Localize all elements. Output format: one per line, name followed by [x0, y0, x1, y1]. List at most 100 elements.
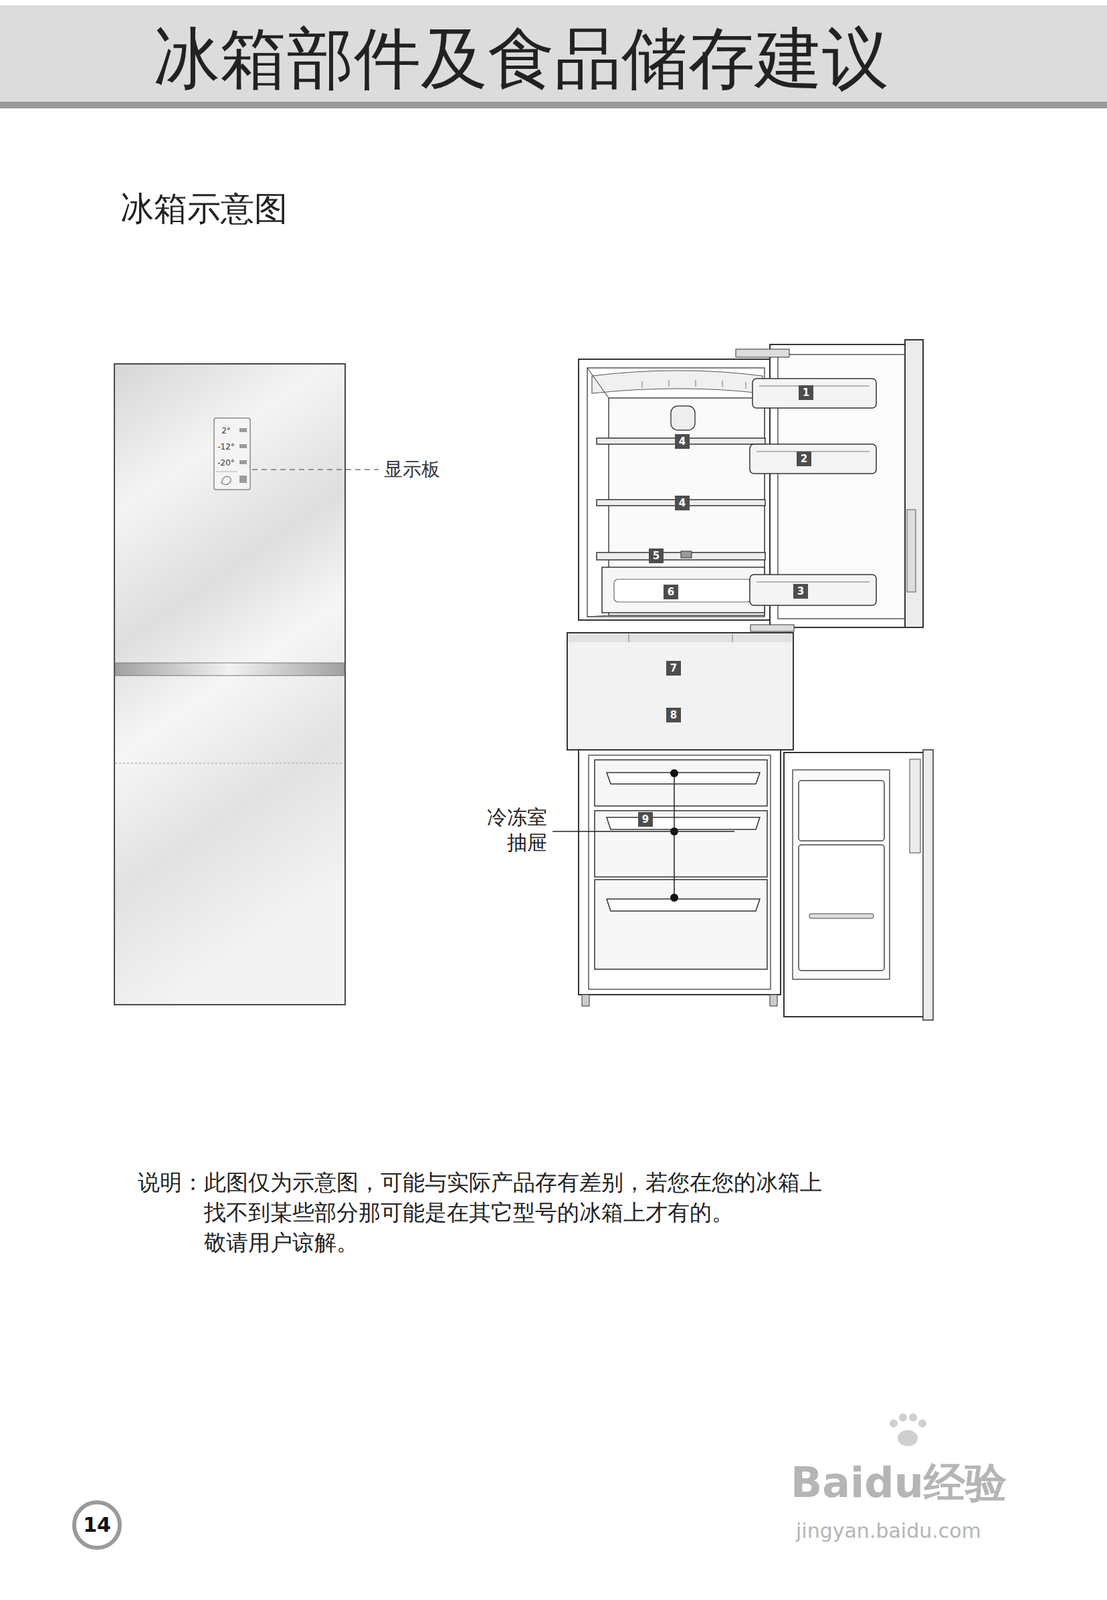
watermark-paw: [897, 1430, 918, 1447]
callout-number: 4: [674, 434, 690, 449]
callout-number: 3: [793, 583, 809, 599]
fridge-compartment: [614, 579, 752, 602]
fridge-compartment: [670, 406, 695, 431]
fridge-door: [907, 509, 916, 592]
fridge-compartment: [578, 359, 770, 621]
watermark-paw: [918, 1419, 927, 1428]
fridge-compartment: [608, 397, 765, 616]
note-text: 说明：此图仅为示意图，可能与实际产品存有差别，若您在您的冰箱上 找不到某些部分那…: [137, 1167, 823, 1258]
freezer-compartment: [578, 749, 781, 995]
callout-number: 5: [648, 548, 664, 564]
watermark: jingyan.baidu.com: [795, 1519, 982, 1542]
freezer-compartment: [594, 759, 768, 807]
title-band: [0, 101, 1107, 109]
callout-text: 6: [667, 587, 675, 598]
title-band: [0, 5, 1107, 102]
display-panel: [239, 428, 247, 433]
fridge-compartment: [745, 381, 747, 389]
middle-drawer: [732, 634, 734, 643]
freezer-compartment: [581, 994, 590, 1006]
display-reading: -12°: [217, 442, 235, 452]
callout-number: 1: [798, 385, 814, 400]
drawer-pointer: [670, 769, 679, 778]
fridge-compartment: [668, 379, 670, 387]
freezer-door: [923, 749, 934, 1021]
page-number-ring: [74, 1502, 120, 1548]
callout-text: 3: [797, 586, 804, 597]
display-panel: [239, 460, 247, 465]
drawer-pointer: [670, 893, 679, 902]
closed-fridge: [115, 662, 345, 676]
fridge-door: [735, 339, 924, 632]
display-panel: [221, 476, 231, 485]
fridge-compartment: [680, 551, 692, 558]
watermark: Baidu经验: [790, 1460, 1007, 1506]
drawer-pointer: [552, 769, 735, 902]
callout-number: 7: [666, 660, 681, 676]
freezer-compartment: [769, 994, 778, 1006]
display-leader: [252, 469, 379, 471]
fridge-compartment: [587, 367, 609, 398]
closed-fridge: [114, 363, 346, 1005]
part-label: 冷冻室 抽屉: [482, 804, 548, 855]
callout-text: 4: [678, 498, 686, 509]
display-panel: [214, 418, 251, 490]
display-panel: [239, 444, 247, 449]
freezer-compartment: [594, 810, 768, 877]
fridge-door: [756, 451, 870, 453]
watermark-paw: [889, 1413, 927, 1447]
fridge-compartment: [587, 615, 609, 617]
callout-text: 2: [800, 454, 808, 465]
fridge-compartment: [695, 379, 697, 387]
title-band: [0, 5, 1107, 109]
freezer-door: [909, 759, 921, 853]
callout-text: 9: [642, 814, 649, 825]
callout-text: 1: [802, 387, 810, 398]
freezer-compartment: [594, 879, 768, 970]
display-leader: [252, 468, 379, 471]
freezer-door: [783, 749, 934, 1021]
middle-drawer: [567, 632, 794, 750]
callout-number: 2: [796, 451, 812, 467]
page-number: 14: [71, 1499, 123, 1551]
callout-text: 4: [678, 436, 686, 447]
fridge-door: [752, 378, 877, 409]
freezer-door: [798, 844, 885, 971]
callout-number: 6: [663, 584, 679, 600]
fridge-door: [749, 574, 877, 606]
callout-text: 5: [652, 551, 660, 562]
closed-fridge: [115, 762, 345, 764]
callout-number: 8: [666, 707, 681, 723]
fridge-compartment: [722, 380, 724, 388]
fridge-door: [904, 339, 924, 628]
fridge-door: [735, 349, 790, 358]
page-number-text: 14: [82, 1515, 112, 1536]
fridge-door: [759, 385, 870, 387]
display-panel: [214, 418, 251, 490]
freezer-compartment: [606, 817, 760, 830]
display-panel: [216, 471, 238, 473]
callout-text: 7: [670, 663, 677, 674]
freezer-door: [792, 769, 890, 980]
fridge-compartment: [591, 370, 763, 394]
callout-text: 8: [670, 710, 677, 721]
freezer-compartment: [606, 898, 760, 912]
middle-drawer: [567, 632, 794, 750]
closed-fridge: [114, 363, 346, 1005]
freezer-compartment: [588, 755, 771, 990]
freezer-door: [798, 780, 885, 841]
callout-number: 9: [638, 812, 653, 827]
display-reading: -20°: [217, 458, 235, 468]
fridge-door: [756, 581, 870, 583]
fridge-compartment: [601, 567, 765, 613]
callout-number: 4: [674, 495, 690, 511]
watermark-paw: [898, 1413, 908, 1422]
freezer-door: [809, 913, 874, 919]
fridge-compartment: [587, 367, 765, 617]
drawer-pointer: [552, 830, 735, 833]
middle-drawer: [628, 634, 630, 643]
fridge-door: [750, 624, 794, 632]
part-label: 显示板: [383, 459, 441, 481]
